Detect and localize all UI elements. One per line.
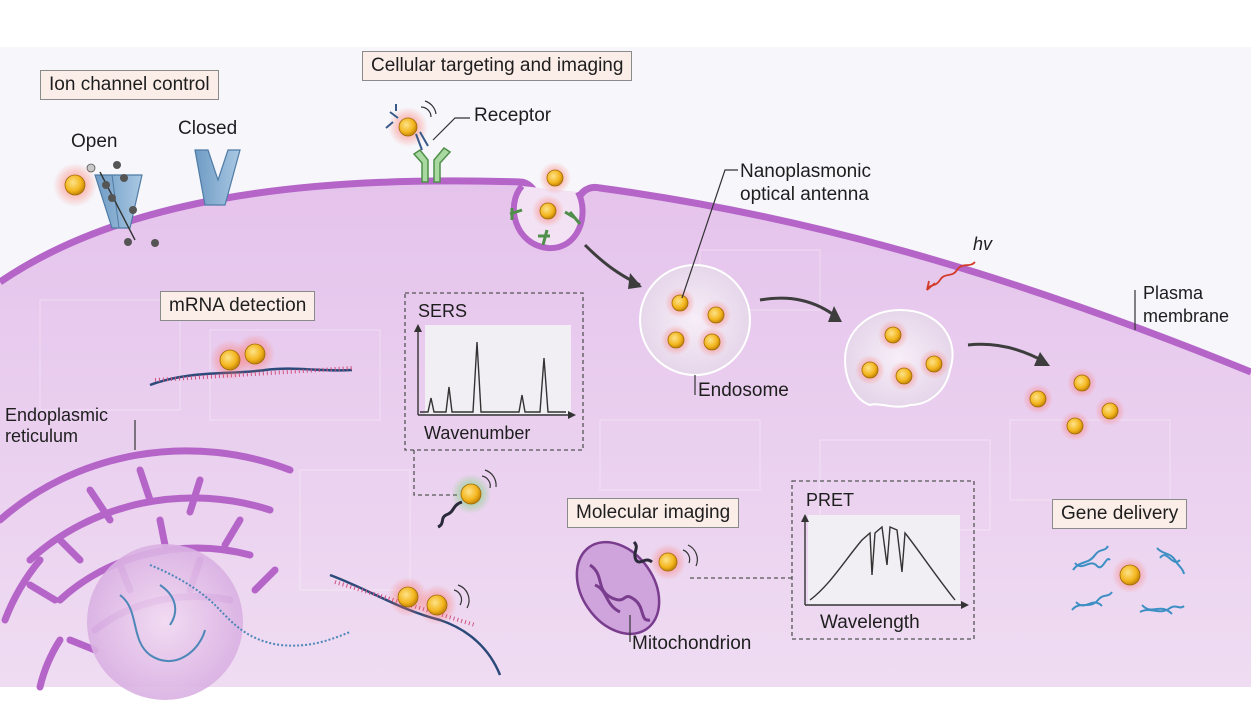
hv-label: hv — [973, 234, 993, 254]
mrna-strand-upper — [149, 334, 353, 387]
closed-ion-channel — [194, 149, 241, 206]
label-cellular-targeting: Cellular targeting and imaging — [362, 51, 633, 81]
label-mrna-detection: mRNA detection — [160, 291, 316, 321]
label-gene-delivery: Gene delivery — [1052, 499, 1188, 529]
receptor — [412, 147, 452, 183]
receptor-pointer — [432, 117, 470, 141]
mitochondrion-label: Mitochondrion — [632, 633, 751, 654]
sers-nanoparticle — [437, 469, 497, 529]
nucleus — [87, 544, 243, 700]
light-wave-icon — [926, 261, 976, 291]
mrna-strand-lower — [329, 573, 502, 676]
endosome-1-nanoparticles — [661, 288, 731, 357]
receptor-label: Receptor — [474, 105, 552, 126]
pit-nanoparticles — [532, 162, 571, 227]
nanoplasmonic-label: Nanoplasmonic — [740, 161, 871, 182]
arrowheads — [628, 273, 1050, 366]
membrane-label: membrane — [1143, 306, 1229, 326]
sers-spectrum — [420, 341, 566, 413]
label-molecular-imaging: Molecular imaging — [567, 498, 740, 528]
mito-nanoparticle — [632, 540, 698, 580]
endosome-1 — [639, 264, 751, 376]
targeted-nanoparticle — [385, 100, 437, 151]
pit-receptors — [509, 208, 582, 246]
endoplasmic-label: Endoplasmic — [5, 405, 108, 425]
pret-spectrum — [809, 525, 956, 601]
reticulum-label: reticulum — [5, 426, 78, 446]
open-ion-channel — [86, 161, 159, 247]
sers-panel — [404, 292, 584, 451]
endosome-label: Endosome — [698, 380, 789, 401]
released-nanoparticles — [1023, 368, 1125, 441]
gene-delivery-nanoparticle — [1112, 557, 1148, 593]
antenna-pointer — [681, 169, 738, 299]
optical-antenna-label: optical antenna — [740, 184, 869, 205]
nucleus-dna — [119, 564, 351, 662]
gene-delivery-dna — [1071, 545, 1185, 615]
pret-xlabel: Wavelength — [820, 612, 920, 633]
sers-connector — [413, 450, 458, 496]
sers-xlabel: Wavenumber — [424, 423, 530, 443]
pret-title: PRET — [806, 490, 854, 510]
sers-title: SERS — [418, 301, 467, 321]
ion-channel-nanoparticle — [53, 163, 97, 207]
closed-label: Closed — [178, 118, 237, 139]
endosome-2 — [843, 308, 954, 408]
plasma-label: Plasma — [1143, 283, 1204, 303]
label-ion-channel-control: Ion channel control — [40, 70, 219, 100]
pret-panel — [791, 480, 975, 640]
open-label: Open — [71, 131, 117, 152]
mitochondrion — [575, 540, 661, 636]
